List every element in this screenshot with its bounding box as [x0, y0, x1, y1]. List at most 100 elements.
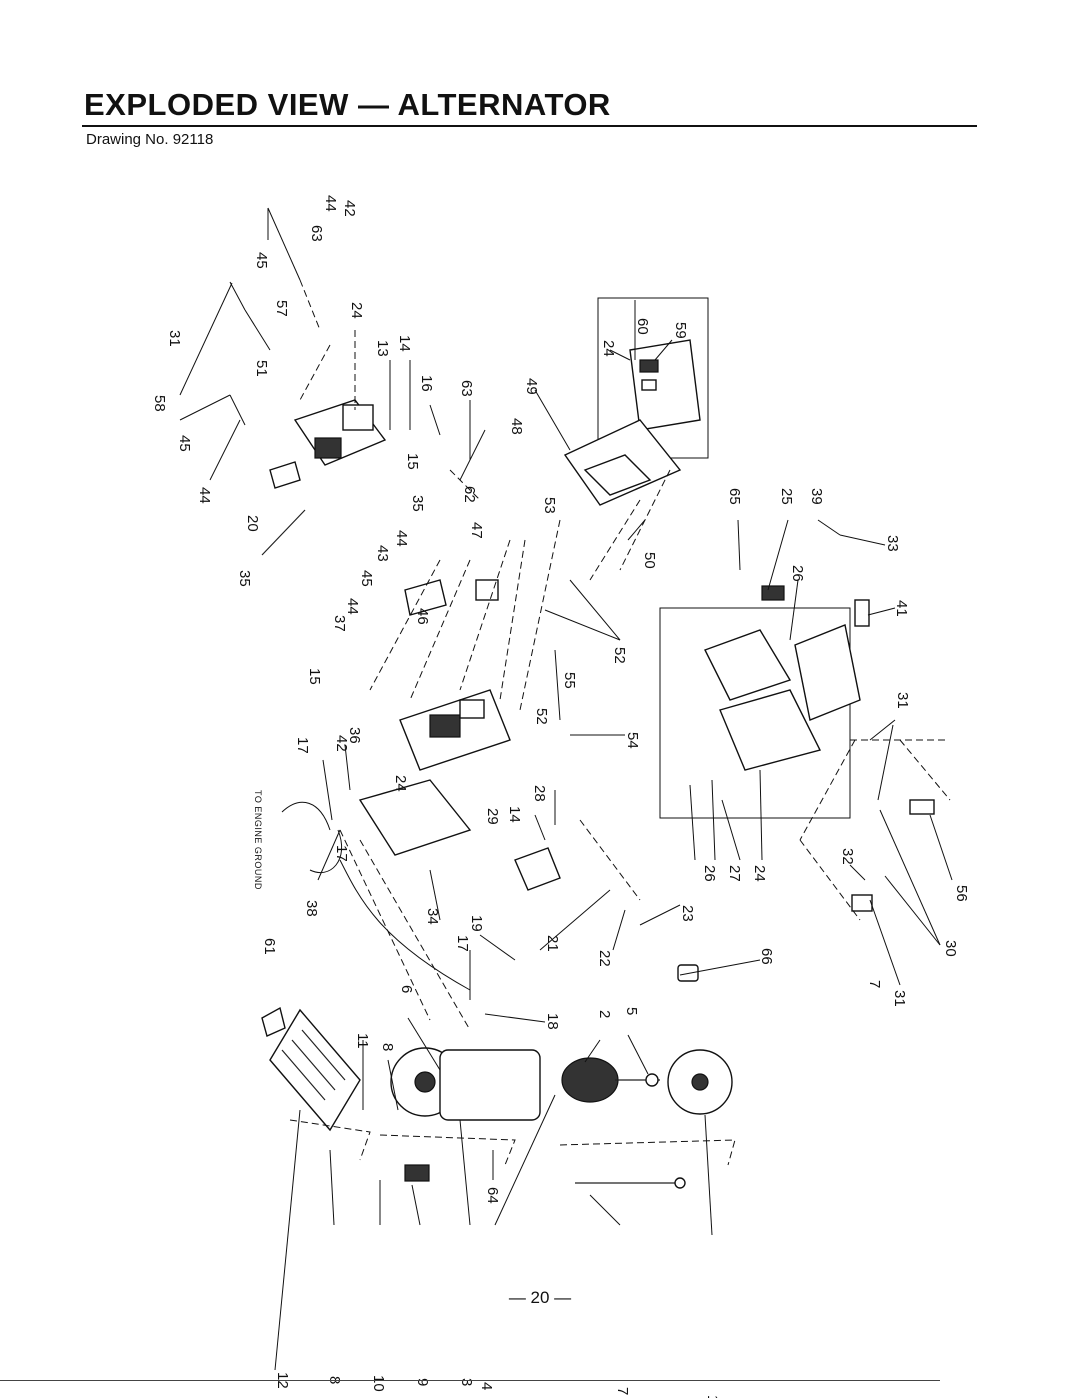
panel-recess-part: [583, 454, 652, 496]
callout-45: 45: [176, 435, 193, 452]
title-divider: [82, 125, 977, 127]
callout-31: 31: [894, 692, 911, 709]
clamp-part: [909, 799, 935, 815]
callout-48: 48: [508, 418, 525, 435]
page-title: EXPLODED VIEW — ALTERNATOR: [84, 87, 611, 122]
page-number: — 20 —: [508, 1288, 572, 1307]
panel-opening-part: [719, 689, 822, 771]
callout-29: 29: [484, 808, 501, 825]
callout-64: 64: [484, 1187, 501, 1204]
callout-54: 54: [624, 732, 641, 749]
bracket-cutout-part: [314, 437, 342, 459]
callout-14: 14: [396, 335, 413, 352]
callout-1: 1: [704, 1395, 721, 1398]
side-panel-part: [794, 624, 861, 721]
callout-37: 37: [331, 615, 348, 632]
callout-44: 44: [344, 598, 361, 615]
receptacle-small-part: [761, 585, 785, 601]
callout-24: 24: [600, 340, 617, 357]
callout-6: 6: [398, 985, 415, 993]
callout-17: 17: [454, 935, 471, 952]
callout-57: 57: [273, 300, 290, 317]
callout-5: 5: [623, 1007, 640, 1015]
callout-33: 33: [884, 535, 901, 552]
callout-42: 42: [341, 200, 358, 217]
outlet-part: [641, 379, 657, 391]
breaker-part: [459, 699, 485, 719]
callout-7: 7: [866, 980, 883, 988]
guard-slat-part: [301, 1029, 346, 1081]
bolt-part: [261, 509, 306, 556]
small-bracket-part: [269, 461, 301, 489]
callout-50: 50: [641, 552, 658, 569]
callout-16: 16: [418, 375, 435, 392]
capacitor-part: [404, 579, 447, 616]
callout-62: 62: [461, 486, 478, 503]
callout-49: 49: [523, 378, 540, 395]
callout-8: 8: [379, 1043, 396, 1051]
callout-66: 66: [758, 948, 775, 965]
stator-part: [439, 1049, 541, 1121]
drawing-number: Drawing No. 92118: [86, 131, 214, 148]
callout-7: 7: [614, 1387, 631, 1395]
diagram-parts: [261, 339, 935, 1189]
callout-25: 25: [778, 488, 795, 505]
bottom-divider: [0, 1380, 940, 1381]
callout-14: 14: [506, 806, 523, 823]
panel-cover-part: [704, 629, 792, 701]
callout-52: 52: [533, 708, 550, 725]
control-box-part: [629, 339, 701, 431]
callout-35: 35: [409, 495, 426, 512]
callout-63: 63: [458, 380, 475, 397]
callout-59: 59: [672, 322, 689, 339]
callout-20: 20: [244, 515, 261, 532]
callout-17: 17: [333, 845, 350, 862]
callout-31: 31: [891, 990, 908, 1007]
callout-56: 56: [953, 885, 970, 902]
callout-27: 27: [726, 865, 743, 882]
decal-bracket-part: [261, 1006, 286, 1037]
grommet-part: [854, 599, 870, 627]
brush-holder-part: [404, 1164, 430, 1182]
callout-31: 31: [166, 330, 183, 347]
terminal-plate-part: [342, 404, 374, 431]
callout-26: 26: [701, 865, 718, 882]
callout-41: 41: [893, 600, 910, 617]
callout-30: 30: [942, 940, 959, 957]
callout-44: 44: [322, 195, 339, 212]
guard-slat-part: [281, 1049, 326, 1101]
callout-55: 55: [561, 672, 578, 689]
callout-labels: 44 42 63 45 57 24 31 13 14 51 16 63 58 4…: [151, 195, 970, 1398]
end-cover-plate-part: [358, 779, 472, 856]
callout-51: 51: [253, 360, 270, 377]
callout-35: 35: [236, 570, 253, 587]
callout-58: 58: [151, 395, 168, 412]
callout-53: 53: [541, 497, 558, 514]
bearing-hub-part: [414, 1071, 436, 1093]
callout-15: 15: [404, 453, 421, 470]
callout-17: 17: [294, 737, 311, 754]
rectifier-part: [429, 714, 461, 738]
callout-4: 4: [478, 1382, 495, 1390]
callout-3: 3: [458, 1378, 475, 1386]
callout-23: 23: [679, 905, 696, 922]
clamp-small-part: [851, 894, 873, 912]
callout-15: 15: [306, 668, 323, 685]
callout-34: 34: [424, 908, 441, 925]
callout-22: 22: [596, 950, 613, 967]
callout-13: 13: [374, 340, 391, 357]
through-bolt-head-part: [674, 1177, 686, 1189]
inset-box-right: [659, 607, 851, 819]
regulator-part: [514, 847, 561, 891]
callout-21: 21: [544, 935, 561, 952]
engine-ground-note: TO ENGINE GROUND: [253, 790, 263, 890]
callout-45: 45: [253, 252, 270, 269]
callout-18: 18: [544, 1013, 561, 1030]
callout-44: 44: [393, 530, 410, 547]
bearing-part: [645, 1073, 659, 1087]
diagram-leaders: [179, 207, 953, 1371]
relay-part: [475, 579, 499, 601]
callout-47: 47: [468, 522, 485, 539]
receptacle-part: [639, 359, 659, 373]
